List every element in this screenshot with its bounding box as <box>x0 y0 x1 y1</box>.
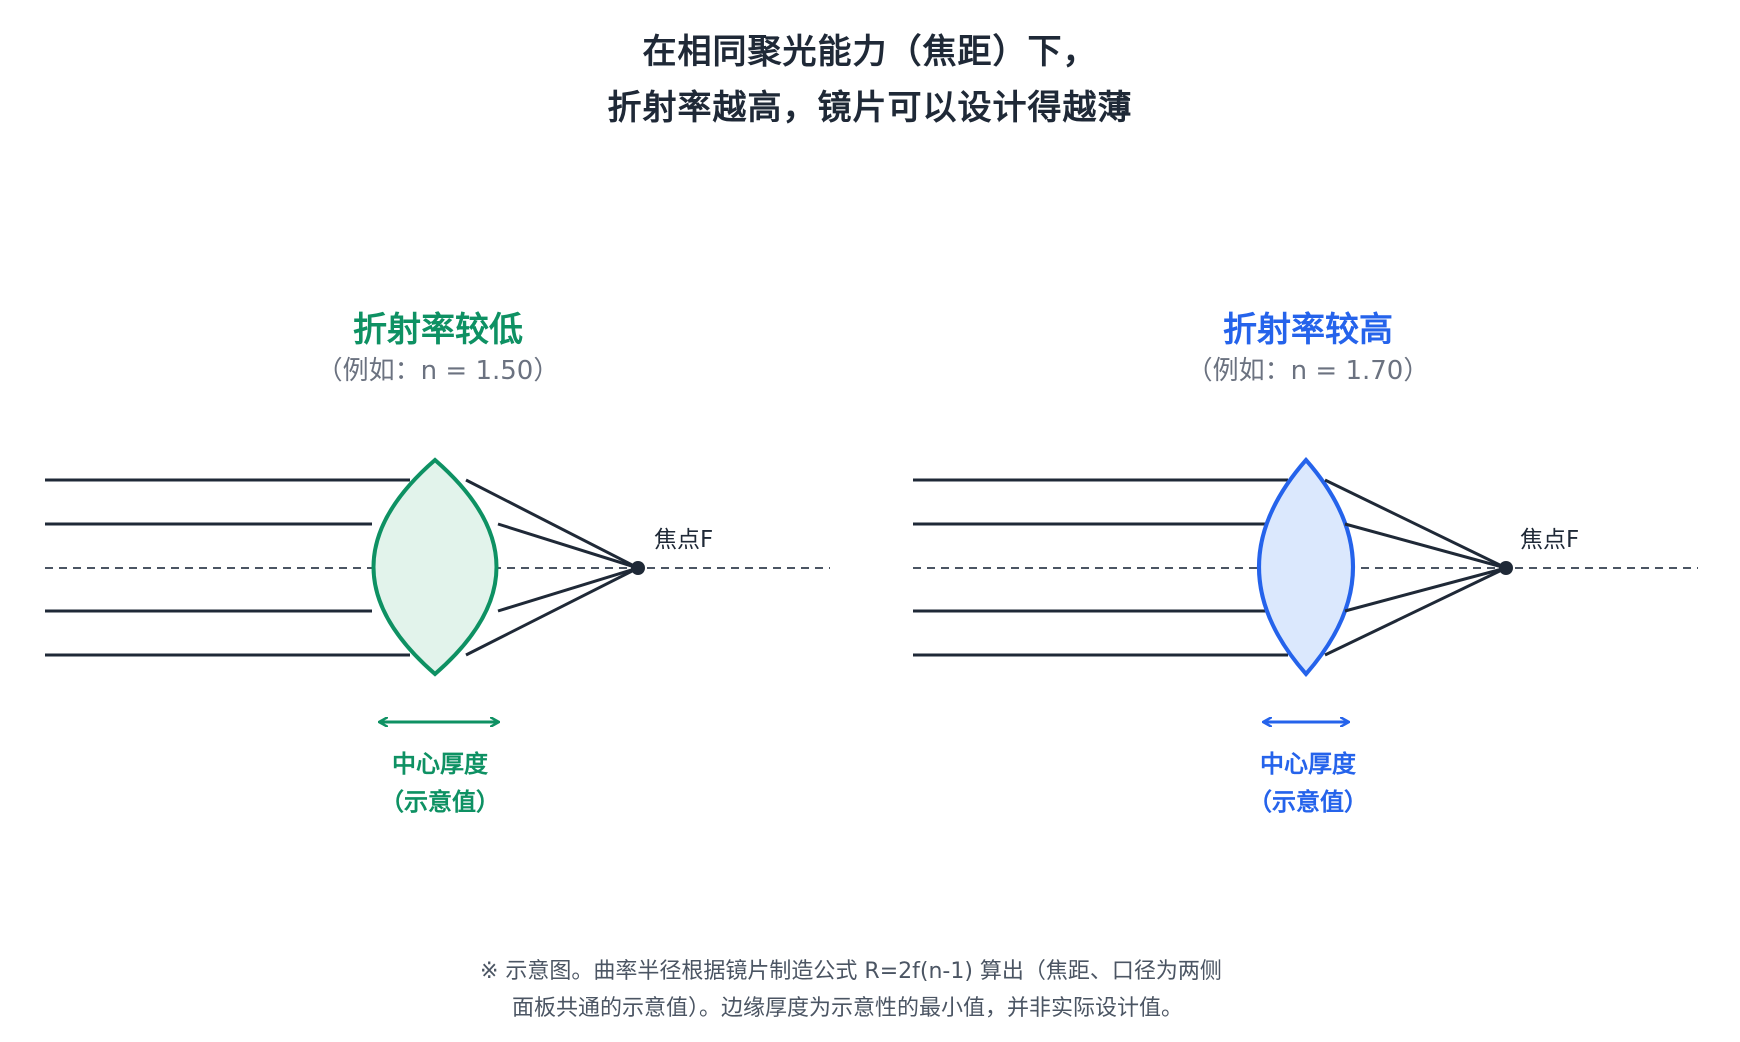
left-panel-title: 折射率较低 <box>353 310 523 350</box>
right-focus-label: 焦点F <box>1520 527 1580 553</box>
left-thickness-label: 中心厚度 （示意值） <box>290 745 590 821</box>
right-lens <box>1257 456 1355 678</box>
left-refracted-ray-3 <box>497 566 639 613</box>
left-refracted-ray-2 <box>497 522 639 570</box>
right-refracted-ray-1 <box>1324 478 1507 570</box>
left-refracted-ray-4 <box>465 566 639 657</box>
right-refracted-ray-3 <box>1344 566 1507 613</box>
footnote: ※ 示意图。曲率半径根据镜片制造公式 R=2f(n-1) 算出（焦距、口径为两侧… <box>480 953 1222 1027</box>
left-refracted-ray-1 <box>465 478 639 570</box>
page-title-line1: 在相同聚光能力（焦距）下， <box>642 32 1098 72</box>
right-refracted-ray-2 <box>1344 522 1507 570</box>
footnote-line2: 面板共通的示意值）。边缘厚度为示意性的最小值，并非实际设计值。 <box>512 996 1184 1021</box>
right-thickness-label-line2: （示意值） <box>1248 788 1368 816</box>
left-focal-point <box>631 561 645 575</box>
left-lens <box>371 457 499 677</box>
right-panel-diagram <box>913 456 1698 722</box>
right-thickness-label-line1: 中心厚度 <box>1260 750 1356 778</box>
left-focus-label: 焦点F <box>654 527 714 553</box>
right-refracted-ray-4 <box>1324 566 1507 657</box>
right-panel-subtitle: （例如：n = 1.70） <box>1186 356 1430 386</box>
page-title-line2: 折射率越高，镜片可以设计得越薄 <box>607 88 1133 128</box>
left-panel-diagram <box>45 457 830 722</box>
right-focal-point <box>1499 561 1513 575</box>
left-thickness-label-line1: 中心厚度 <box>392 750 488 778</box>
right-panel-title: 折射率较高 <box>1223 310 1393 350</box>
footnote-line1: ※ 示意图。曲率半径根据镜片制造公式 R=2f(n-1) 算出（焦距、口径为两侧 <box>480 959 1222 984</box>
left-panel-subtitle: （例如：n = 1.50） <box>316 356 560 386</box>
left-thickness-label-line2: （示意值） <box>380 788 500 816</box>
right-thickness-label: 中心厚度 （示意值） <box>1158 745 1458 821</box>
